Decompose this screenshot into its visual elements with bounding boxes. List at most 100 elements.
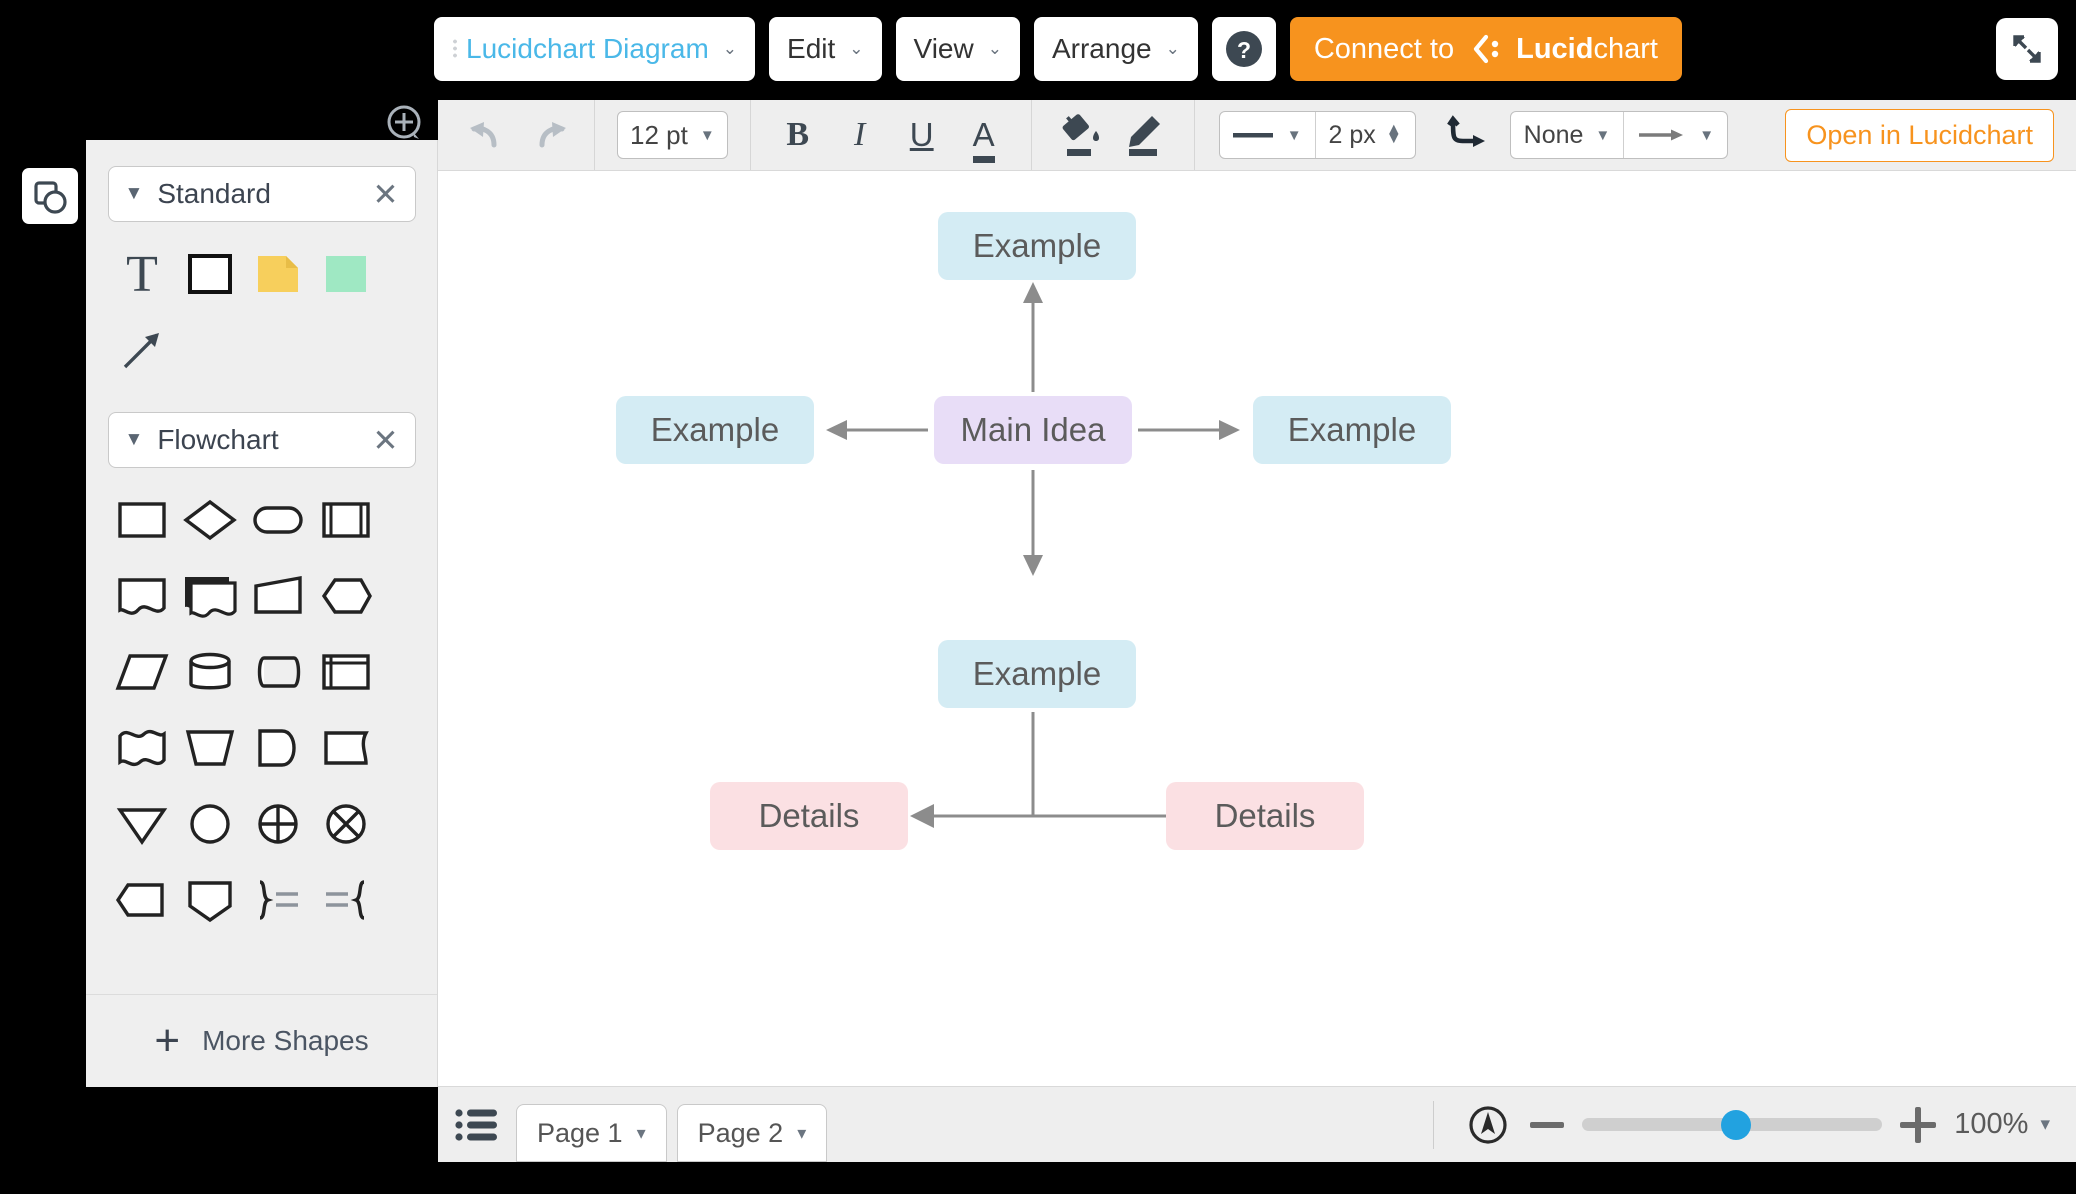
node-left-details[interactable]: Details	[710, 782, 908, 850]
shape-internal-storage[interactable]	[312, 638, 380, 706]
underline-button[interactable]: U	[891, 100, 953, 170]
underline-label: U	[909, 116, 934, 153]
connector-main-to-right[interactable]	[1138, 420, 1240, 440]
close-x-icon[interactable]: ✕	[372, 422, 399, 458]
diagram-canvas[interactable]: Example Example Main Idea Example Exampl…	[438, 170, 2076, 1086]
shape-preparation-hexagon[interactable]	[312, 562, 380, 630]
right-brace-shape-icon	[259, 880, 298, 920]
stepper-down-icon[interactable]: ▼	[1385, 130, 1402, 147]
shape-summing-junction[interactable]	[312, 790, 380, 858]
connect-brand-rest: chart	[1593, 32, 1658, 65]
shape-decision-diamond[interactable]	[176, 486, 244, 554]
document-title-menu[interactable]: Lucidchart Diagram ⌄	[434, 17, 756, 81]
redo-button[interactable]	[518, 100, 580, 170]
shape-section-flowchart-header[interactable]: ▼ Flowchart ✕	[107, 412, 416, 468]
shape-terminator[interactable]	[244, 486, 312, 554]
page-tab-2[interactable]: Page 2 ▾	[676, 1104, 828, 1162]
shape-right-brace[interactable]	[244, 866, 312, 934]
shape-rectangle[interactable]	[176, 240, 244, 308]
line-style-icon	[1232, 133, 1273, 138]
zoom-slider[interactable]	[1582, 1110, 1883, 1140]
chevron-down-icon: ▼	[1699, 126, 1715, 144]
node-label: Example	[972, 655, 1102, 692]
shapes-panel-toggle-button[interactable]	[22, 168, 78, 224]
page-tab-1[interactable]: Page 1 ▾	[516, 1104, 667, 1162]
shape-connector-circle[interactable]	[176, 790, 244, 858]
line-jump-button[interactable]	[1430, 100, 1500, 170]
shape-data-parallelogram[interactable]	[108, 638, 176, 706]
connector-main-to-bottom[interactable]	[1023, 470, 1043, 576]
stepper-up-icon[interactable]: ▲	[1385, 121, 1402, 139]
shape-document[interactable]	[108, 562, 176, 630]
pages-list-button[interactable]	[438, 1087, 516, 1162]
shape-arrow-line[interactable]	[108, 316, 176, 384]
connector-main-to-top[interactable]	[1023, 282, 1043, 392]
zoom-slider-thumb[interactable]	[1721, 1110, 1752, 1140]
line-style-select[interactable]: ▼	[1220, 112, 1315, 158]
shape-multi-document[interactable]	[176, 562, 244, 630]
zoom-in-button[interactable]	[1900, 1106, 1937, 1143]
shape-or-circle[interactable]	[244, 790, 312, 858]
menu-arrange[interactable]: Arrange ⌄	[1033, 17, 1198, 81]
drag-grip-icon	[452, 38, 458, 60]
expand-diagonal-icon	[2013, 35, 2041, 63]
shape-manual-operation[interactable]	[176, 714, 244, 782]
expand-fullscreen-button[interactable]	[1996, 18, 2058, 80]
shape-text-T[interactable]: T	[108, 240, 176, 308]
shape-manual-input[interactable]	[244, 562, 312, 630]
menu-edit[interactable]: Edit ⌄	[769, 17, 882, 81]
node-top-example[interactable]: Example	[938, 212, 1136, 280]
zoom-level-menu[interactable]: 100% ▾	[1954, 1108, 2050, 1141]
help-button[interactable]: ?	[1211, 17, 1276, 81]
shape-direct-data[interactable]	[244, 638, 312, 706]
shape-delay[interactable]	[108, 866, 176, 934]
text-color-button[interactable]: A	[953, 100, 1015, 170]
marker-combo: None ▼ ▼	[1509, 111, 1729, 159]
shape-database-cylinder[interactable]	[176, 638, 244, 706]
node-right-example[interactable]: Example	[1253, 396, 1451, 464]
shape-note[interactable]	[244, 240, 312, 308]
zoom-out-button[interactable]	[1530, 1121, 1565, 1128]
shape-section-standard-header[interactable]: ▼ Standard ✕	[107, 166, 416, 222]
menu-view[interactable]: View ⌄	[895, 17, 1020, 81]
node-right-details[interactable]: Details	[1166, 782, 1364, 850]
text-T-shape-icon: T	[126, 247, 158, 301]
line-width-stepper[interactable]: 2 px ▲ ▼	[1316, 112, 1415, 158]
close-x-icon[interactable]: ✕	[372, 176, 399, 212]
chevron-down-icon: ⌄	[987, 39, 1002, 58]
end-marker-select[interactable]: ▼	[1624, 112, 1727, 158]
shape-display[interactable]	[244, 714, 312, 782]
open-in-lucidchart-button[interactable]: Open in Lucidchart	[1785, 108, 2054, 162]
arrow-end-icon	[1639, 129, 1684, 141]
shape-process-rectangle[interactable]	[108, 486, 176, 554]
shape-sticky-note[interactable]	[312, 240, 380, 308]
triangle-down-icon: ▼	[124, 429, 144, 450]
stepper-arrows[interactable]: ▲ ▼	[1385, 121, 1402, 147]
bold-button[interactable]: B	[767, 100, 829, 170]
undo-button[interactable]	[456, 100, 518, 170]
font-size-select[interactable]: 12 pt ▼	[617, 111, 728, 159]
italic-button[interactable]: I	[829, 100, 891, 170]
start-marker-select[interactable]: None ▼	[1511, 112, 1624, 158]
fill-color-button[interactable]	[1050, 100, 1112, 170]
add-comment-button[interactable]	[378, 97, 432, 151]
node-bottom-example[interactable]: Example	[938, 640, 1136, 708]
line-color-button[interactable]	[1112, 100, 1174, 170]
formatting-toolbar: 12 pt ▼ B I U A	[438, 100, 2076, 171]
more-shapes-button[interactable]: + More Shapes	[86, 994, 437, 1087]
shape-merge-triangle[interactable]	[108, 790, 176, 858]
connect-to-lucidchart-button[interactable]: Connect to Lucid chart	[1289, 17, 1682, 81]
node-left-example[interactable]: Example	[616, 396, 814, 464]
connector-main-to-left[interactable]	[826, 420, 928, 440]
shape-stored-data[interactable]	[312, 714, 380, 782]
node-main-idea[interactable]: Main Idea	[934, 396, 1132, 464]
fit-to-screen-button[interactable]	[1464, 1101, 1512, 1149]
database-cylinder-shape-icon	[189, 652, 231, 690]
shape-extract[interactable]	[176, 866, 244, 934]
shape-left-brace[interactable]	[312, 866, 380, 934]
font-size-value: 12 pt	[630, 119, 688, 150]
sticky-note-shape-icon	[326, 256, 366, 292]
shape-predefined-process[interactable]	[312, 486, 380, 554]
bold-label: B	[786, 116, 810, 153]
shape-paper-tape[interactable]	[108, 714, 176, 782]
